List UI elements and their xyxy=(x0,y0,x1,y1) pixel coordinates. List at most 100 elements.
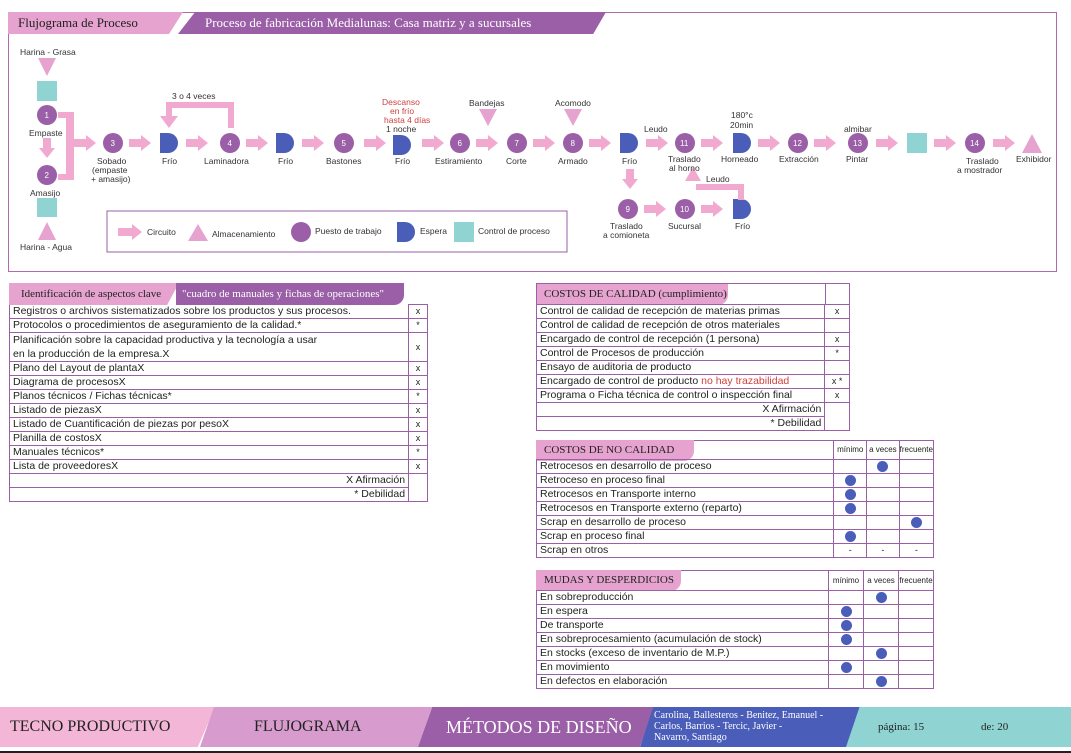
aspects-subtitle: "cuadro de manuales y fichas de operacio… xyxy=(176,283,404,305)
control-icon-final xyxy=(907,133,927,153)
legend-workstation-icon xyxy=(291,222,311,242)
control-icon-bottom xyxy=(37,198,57,217)
step-2-label: Amasijo xyxy=(30,188,61,198)
level-dot-icon xyxy=(844,531,856,543)
row-label: Retroceso en proceso final xyxy=(535,473,835,488)
table-row: Retrocesos en Transporte externo (repart… xyxy=(535,501,935,516)
table-row: De transporte xyxy=(535,618,935,633)
step-9-label: Traslado xyxy=(610,221,643,231)
aspects-title: Identificación de aspectos clave xyxy=(9,283,179,305)
step-3-sub1: (empaste xyxy=(92,165,128,175)
legend-row: X Afirmación xyxy=(8,473,428,488)
wait-1-label: Frío xyxy=(162,156,177,166)
step-1-num: 1 xyxy=(45,111,50,120)
step-12-num: 12 xyxy=(793,139,802,148)
level-dot-icon xyxy=(844,475,856,487)
arrow-down xyxy=(39,138,55,158)
table-row: En stocks (exceso de inventario de M.P.) xyxy=(535,646,935,661)
step-3-label: Sobado xyxy=(97,156,127,166)
level-dot-icon xyxy=(844,489,856,501)
step-4-num: 4 xyxy=(228,139,233,148)
level-dot-icon xyxy=(877,461,889,473)
step-10-num: 10 xyxy=(680,205,689,214)
acomodo-note: Acomodo xyxy=(555,98,591,108)
workstation-icon-3 xyxy=(103,133,123,153)
wait-4-label: Frío xyxy=(622,156,637,166)
temp-note: 180°c xyxy=(731,110,754,120)
process-flow-diagram: Harina - Grasa 1 Empaste 2 Amasijo Harin… xyxy=(20,47,1052,253)
table-row: Retrocesos en Transporte interno xyxy=(535,487,935,502)
storage-icon-exhibidor xyxy=(1022,134,1042,153)
table-row: Planificación sobre la capacidad product… xyxy=(8,332,428,362)
step-13-label: Pintar xyxy=(846,154,868,164)
storage-icon xyxy=(38,58,56,76)
authors-line-1: Carolina, Ballesteros - Benitez, Emanuel… xyxy=(654,710,824,721)
table-row: Listado de Cuantificación de piezas por … xyxy=(8,417,428,432)
level-dot-icon xyxy=(840,620,852,632)
time-note: 20min xyxy=(730,120,753,130)
legend-almacenamiento: Almacenamiento xyxy=(212,229,276,239)
legend-storage-icon xyxy=(188,224,208,241)
descanso-note-2: en frío xyxy=(390,106,414,116)
step-14-sub: a mostrador xyxy=(957,165,1003,175)
table-row: En defectos en elaboración xyxy=(535,674,935,689)
flow-title: Flujograma de Proceso xyxy=(8,12,183,34)
step-12-label: Extracción xyxy=(779,154,819,164)
step-9-num: 9 xyxy=(626,205,631,214)
step-8-label: Armado xyxy=(558,156,588,166)
mudas-table: mínimo a veces frecuente En sobreproducc… xyxy=(535,570,935,689)
table-row: Control de Procesos de producción* xyxy=(535,346,850,361)
step-5-num: 5 xyxy=(342,139,347,148)
step-8-num: 8 xyxy=(571,139,576,148)
row-label: Scrap en otros xyxy=(535,543,835,558)
workstation-icon-10 xyxy=(675,199,695,219)
legend-row: * Debilidad xyxy=(535,416,850,431)
arrow-down-branch xyxy=(622,169,638,189)
noche-note: 1 noche xyxy=(386,124,417,134)
legend-espera: Espera xyxy=(420,226,447,236)
workstation-icon-9 xyxy=(618,199,638,219)
table-row: Retroceso en proceso final xyxy=(535,473,935,488)
table-row: Control de calidad de recepción de otros… xyxy=(535,318,850,333)
almibar-note: almibar xyxy=(844,124,872,134)
input-top-label: Harina - Grasa xyxy=(20,47,76,57)
row-label: En espera xyxy=(535,604,830,619)
level-dot-icon xyxy=(910,517,922,529)
workstation-icon-4 xyxy=(220,133,240,153)
table-row: En sobreproducción xyxy=(535,590,935,605)
of-label: de: 20 xyxy=(981,721,1009,733)
control-icon xyxy=(37,81,57,101)
level-dot-icon xyxy=(840,606,852,618)
dash-mark: - xyxy=(866,543,900,558)
wait-icon-4 xyxy=(620,133,638,153)
table-row: Scrap en otros--- xyxy=(535,543,935,558)
workstation-icon-8 xyxy=(563,133,583,153)
workstation-icon-14 xyxy=(965,133,985,153)
legend-row: * Debilidad xyxy=(8,487,428,502)
wait-2-label: Frío xyxy=(278,156,293,166)
legend-puesto: Puesto de trabajo xyxy=(315,226,382,236)
table-row: En movimiento xyxy=(535,660,935,675)
step-4-label: Laminadora xyxy=(204,156,249,166)
step-11-label: Traslado xyxy=(668,154,701,164)
row-label: De transporte xyxy=(535,618,830,633)
row-label: En sobreprocesamiento (acumulación de st… xyxy=(535,632,830,647)
dash-mark: - xyxy=(898,543,935,558)
table-row: Encargado de control de producto no hay … xyxy=(535,374,850,389)
costos-calidad-table: Control de calidad de recepción de mater… xyxy=(535,304,850,431)
step-2-num: 2 xyxy=(45,171,50,180)
footer: TECNO PRODUCTIVO FLUJOGRAMA MÉTODOS DE D… xyxy=(0,707,1071,753)
step-10-label: Sucursal xyxy=(668,221,701,231)
wait-3-label: Frío xyxy=(395,156,410,166)
authors-line-3: Navarro, Santiago xyxy=(654,732,727,743)
wait-5-label: Frío xyxy=(735,221,750,231)
descanso-note-3: hasta 4 días xyxy=(384,115,430,125)
storage-icon-bottom xyxy=(38,222,56,240)
step-3-sub2: + amasijo) xyxy=(91,174,131,184)
descanso-note-1: Descanso xyxy=(382,97,420,107)
row-label: Retrocesos en Transporte externo (repart… xyxy=(535,501,835,516)
table-header: mínimo a veces frecuente xyxy=(537,440,935,460)
table-row: Ensayo de auditoria de producto xyxy=(535,360,850,375)
mudas-title: MUDAS Y DESPERDICIOS xyxy=(536,570,681,591)
